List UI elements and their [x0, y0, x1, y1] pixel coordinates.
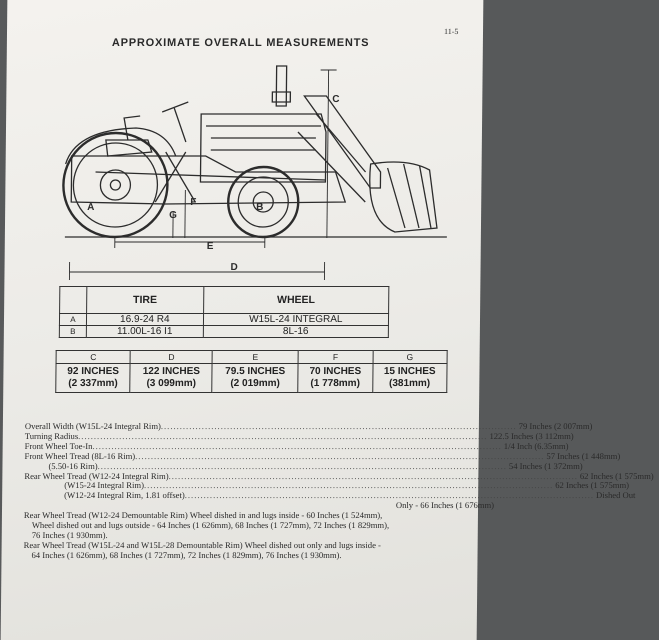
- dimension-cell-g: 15 INCHES(381mm): [372, 363, 448, 393]
- steering-wheel-shape: [161, 101, 189, 113]
- rear-wheel-shape: [62, 131, 169, 239]
- dimension-line-c: [326, 70, 330, 238]
- loader-bucket-shape: [369, 161, 438, 233]
- wheel-cell: W15L-24 INTEGRAL: [203, 313, 389, 326]
- loader-arm-shape: [303, 95, 382, 189]
- rear-fender-shape: [65, 127, 177, 165]
- dimension-line-f: [184, 190, 186, 238]
- diagram-label-a: A: [87, 202, 94, 213]
- diagram-label-c: C: [332, 94, 339, 105]
- exhaust-stack-shape: [275, 65, 288, 107]
- table-header-row: TIRE WHEEL: [59, 286, 389, 314]
- dimensions-table: C D E F G 92 INCHES(2 337mm) 122 INCHES(…: [55, 350, 448, 393]
- diagram-label-g: G: [169, 210, 177, 221]
- table-header-row: C D E F G: [56, 350, 448, 364]
- tire-cell: 16.9-24 R4: [86, 313, 204, 326]
- tractor-loader-diagram: A B C D E F G: [62, 65, 447, 280]
- page-number: 11-5: [443, 27, 459, 36]
- wheel-cell: 8L-16: [202, 325, 389, 338]
- dimension-cell-d: 122 INCHES(3 099mm): [130, 363, 213, 393]
- diagram-label-e: E: [207, 241, 214, 252]
- hood-shape: [199, 113, 327, 183]
- seat-shape: [105, 139, 153, 157]
- table-row: B 11.00L-16 I1 8L-16: [59, 325, 389, 338]
- diagram-label-d: D: [230, 262, 237, 273]
- page-title: APPROXIMATE OVERALL MEASUREMENTS: [111, 37, 370, 49]
- dimension-cell-f: 70 INCHES(1 778mm): [297, 363, 373, 393]
- wheel-header: WHEEL: [203, 286, 389, 314]
- table-row: 92 INCHES(2 337mm) 122 INCHES(3 099mm) 7…: [55, 363, 448, 393]
- specifications-list: Overall Width (W15L-24 Integral Rim) ...…: [23, 421, 654, 561]
- spec-paragraph: Rear Wheel Tread (W12-24 Demountable Rim…: [23, 510, 390, 540]
- spec-paragraph: Rear Wheel Tread (W15L-24 and W15L-28 De…: [23, 539, 381, 560]
- body-frame-shape: [70, 155, 347, 205]
- diagram-label-b: B: [256, 202, 263, 213]
- tire-cell: 11.00L-16 I1: [86, 325, 204, 338]
- dimension-cell-c: 92 INCHES(2 337mm): [55, 363, 131, 393]
- table-row: A 16.9-24 R4 W15L-24 INTEGRAL: [59, 313, 389, 326]
- diagram-label-f: F: [190, 197, 196, 208]
- tire-header: TIRE: [86, 286, 204, 314]
- dimension-cell-e: 79.5 INCHES(2 019mm): [212, 363, 299, 393]
- tire-wheel-table: TIRE WHEEL A 16.9-24 R4 W15L-24 INTEGRAL…: [59, 286, 390, 338]
